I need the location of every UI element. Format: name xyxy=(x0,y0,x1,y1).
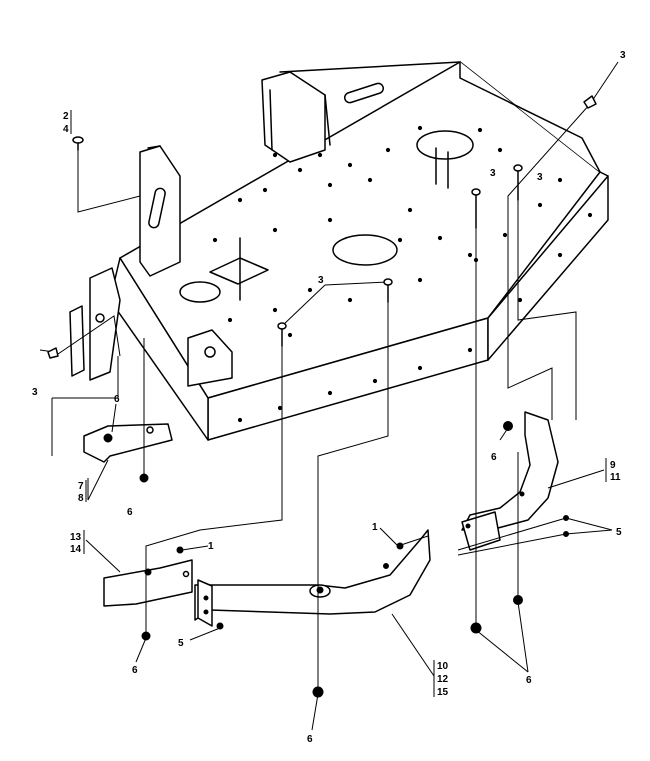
bolt-5-right-a-icon xyxy=(563,515,569,521)
callout-13: 13 xyxy=(70,532,82,543)
callout-5-left: 5 xyxy=(178,638,184,649)
callout-8: 8 xyxy=(78,493,84,504)
callout-3-rear-a: 3 xyxy=(490,168,496,179)
part-13-14-bracket xyxy=(103,559,193,607)
front-hinge-bracket xyxy=(187,329,233,387)
callout-14: 14 xyxy=(70,544,82,555)
callout-6-bottom-left: 6 xyxy=(132,665,138,676)
fasteners xyxy=(47,95,597,698)
callout-1-left: 1 xyxy=(208,541,214,552)
spindle-hole-rear xyxy=(416,130,474,160)
bolt-3-top-right-icon xyxy=(583,95,597,109)
nut-6-bottom-left-icon xyxy=(141,631,151,641)
spindle-hole-left xyxy=(179,281,221,303)
bolt-3-left-icon xyxy=(47,347,59,359)
callout-1-right: 1 xyxy=(372,522,378,533)
callout-3-left: 3 xyxy=(32,387,38,398)
nut-6-bottom-right-a-icon xyxy=(470,622,482,634)
callout-6-bracket: 6 xyxy=(114,394,120,405)
bolt-3-center-b-icon xyxy=(383,278,393,303)
callout-6-bottom-center: 6 xyxy=(307,734,313,745)
callout-10: 10 xyxy=(437,661,449,672)
nut-6-right-icon xyxy=(503,421,513,431)
mower-deck xyxy=(109,61,609,441)
bolt-5-right-b-icon xyxy=(563,531,569,537)
callout-6-left: 6 xyxy=(127,507,133,518)
nut-6-bottom-right-b-icon xyxy=(513,595,523,605)
left-hinge-assembly xyxy=(69,267,121,381)
callout-3-center: 3 xyxy=(318,275,324,286)
callout-2: 2 xyxy=(63,111,69,122)
bolt-1-right-icon xyxy=(396,542,404,550)
callout-7: 7 xyxy=(78,481,84,492)
deck-back-wall xyxy=(459,62,601,173)
callout-15: 15 xyxy=(437,687,449,698)
callout-6-right: 6 xyxy=(491,452,497,463)
part-7-8-bracket xyxy=(83,423,173,463)
callout-12: 12 xyxy=(437,674,449,685)
callout-9: 9 xyxy=(610,460,616,471)
callout-4: 4 xyxy=(63,124,69,135)
callout-3-rear-b: 3 xyxy=(537,172,543,183)
left-shield xyxy=(89,267,121,381)
callout-5-right: 5 xyxy=(616,527,622,538)
bolt-5-left-icon xyxy=(216,622,224,630)
bolt-3-rear-b-icon xyxy=(513,164,523,201)
bolt-3-center-a-icon xyxy=(277,322,287,347)
bolt-1-left-icon xyxy=(176,546,184,554)
front-baffle xyxy=(194,529,431,621)
leader-lines xyxy=(39,61,619,731)
spindle-hole-center xyxy=(332,234,398,266)
nut-6-bottom-center-icon xyxy=(312,686,324,698)
callout-6-bottom-right: 6 xyxy=(526,675,532,686)
callout-3-top-right: 3 xyxy=(620,50,626,61)
right-baffle xyxy=(461,411,559,531)
front-skirt-holes xyxy=(237,212,593,423)
bolt-2-4-icon xyxy=(72,136,84,151)
bolt-3-rear-a-icon xyxy=(471,188,481,263)
access-hole xyxy=(209,257,269,285)
callouts: 2 4 3 3 3 3 3 6 7 8 6 6 9 11 5 1 13 14 1… xyxy=(32,50,626,745)
deck-holes xyxy=(212,125,563,338)
rear-upright-bracket xyxy=(261,71,326,163)
bolt-1-right-b-icon xyxy=(383,563,389,569)
callout-11: 11 xyxy=(610,472,621,483)
nut-6-left-icon xyxy=(139,473,149,483)
